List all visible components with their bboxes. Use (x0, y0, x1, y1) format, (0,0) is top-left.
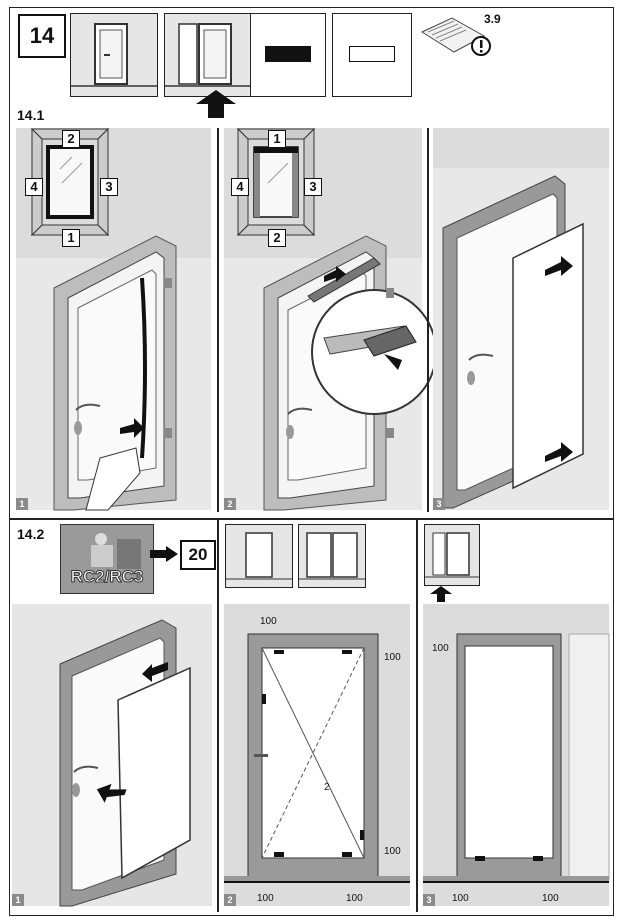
step-badge: 2 (224, 894, 236, 906)
step-badge: 3 (423, 894, 435, 906)
glass-label-right: 3 (304, 178, 322, 196)
exclamation-circle-icon (471, 36, 491, 56)
manual-book-icon (420, 17, 486, 53)
door-single-icon (226, 532, 292, 580)
panel-14-2-step-2: 2 (224, 604, 410, 906)
setting-block-layout-diagram (224, 633, 410, 883)
glass-label-top: 1 (268, 130, 286, 148)
dimension-right-bottom: 100 (384, 846, 401, 857)
step-badge: 2 (224, 498, 236, 510)
door-double-icon (299, 532, 365, 580)
dimension-bottom-right: 100 (346, 893, 363, 904)
panel-14-1-step-3: 3 (433, 128, 609, 510)
glass-label-left: 4 (25, 178, 43, 196)
white-profile-bar (349, 46, 395, 62)
section-label-14-2: 14.2 (17, 526, 45, 542)
glass-label-left: 4 (231, 178, 249, 196)
step-badge: 1 (12, 894, 24, 906)
glass-pane-removal-illustration (433, 168, 609, 510)
section-label-14-1: 14.1 (17, 107, 45, 123)
section-divider (10, 518, 614, 520)
door-sidelight-icon (425, 532, 479, 578)
installer-photo-icon (61, 525, 153, 593)
thumb-door-single (70, 13, 158, 97)
glass-label-top: 2 (62, 130, 80, 148)
manual-reference: 3.9 (484, 12, 501, 26)
sidelight-setting-block-diagram (423, 633, 610, 883)
glass-label-right: 3 (100, 178, 118, 196)
thumb-door-sidelight-2 (424, 524, 480, 586)
window-removal-top-bead-illustration (224, 235, 437, 511)
dimension-panel3-top: 100 (432, 643, 449, 654)
dimension-bottom-left: 100 (257, 893, 274, 904)
window-removal-strip-illustration (16, 235, 211, 511)
thumb-white-profile (332, 13, 412, 97)
dimension-top: 100 (260, 616, 277, 627)
glass-label-bottom: 2 (268, 229, 286, 247)
step-badge: 1 (16, 498, 28, 510)
glass-label-bottom: 1 (62, 229, 80, 247)
panel-divider (217, 520, 219, 912)
panel-14-1-step-1: 1 (16, 128, 211, 511)
panel-14-1-step-2: 2 (224, 128, 437, 511)
glazing-bead-diagram-a (30, 127, 110, 237)
door-single-icon (71, 23, 157, 87)
thumb-black-profile (250, 13, 326, 97)
goto-step-reference: 20 (180, 540, 216, 570)
door-sidelight-icon (165, 23, 251, 87)
black-arrow-up-icon (196, 90, 236, 118)
black-profile-bar (265, 46, 311, 62)
thumb-door-double (298, 524, 366, 588)
step-badge: 3 (433, 498, 445, 510)
dimension-panel3-bottom-left: 100 (452, 893, 469, 904)
glass-insert-illustration (12, 604, 212, 907)
panel-divider (427, 128, 429, 512)
rc-label: RC2/RC3 (70, 567, 144, 587)
glazing-bead-diagram-b (236, 127, 316, 237)
thumb-door-sidelight (164, 13, 252, 97)
thumb-door-single-2 (225, 524, 293, 588)
black-arrow-right-icon (150, 546, 178, 562)
black-arrow-up-icon (430, 586, 452, 602)
panel-14-2-step-1: 1 (12, 604, 212, 907)
panel-14-2-step-3: 3 (423, 604, 610, 906)
diagonal-note: 2 (324, 782, 330, 793)
dimension-right-top: 100 (384, 652, 401, 663)
panel-divider (416, 520, 418, 912)
panel-divider (217, 128, 219, 512)
step-number: 14 (18, 14, 66, 58)
rc-photo-thumb: RC2/RC3 (60, 524, 154, 594)
dimension-panel3-bottom-right: 100 (542, 893, 559, 904)
